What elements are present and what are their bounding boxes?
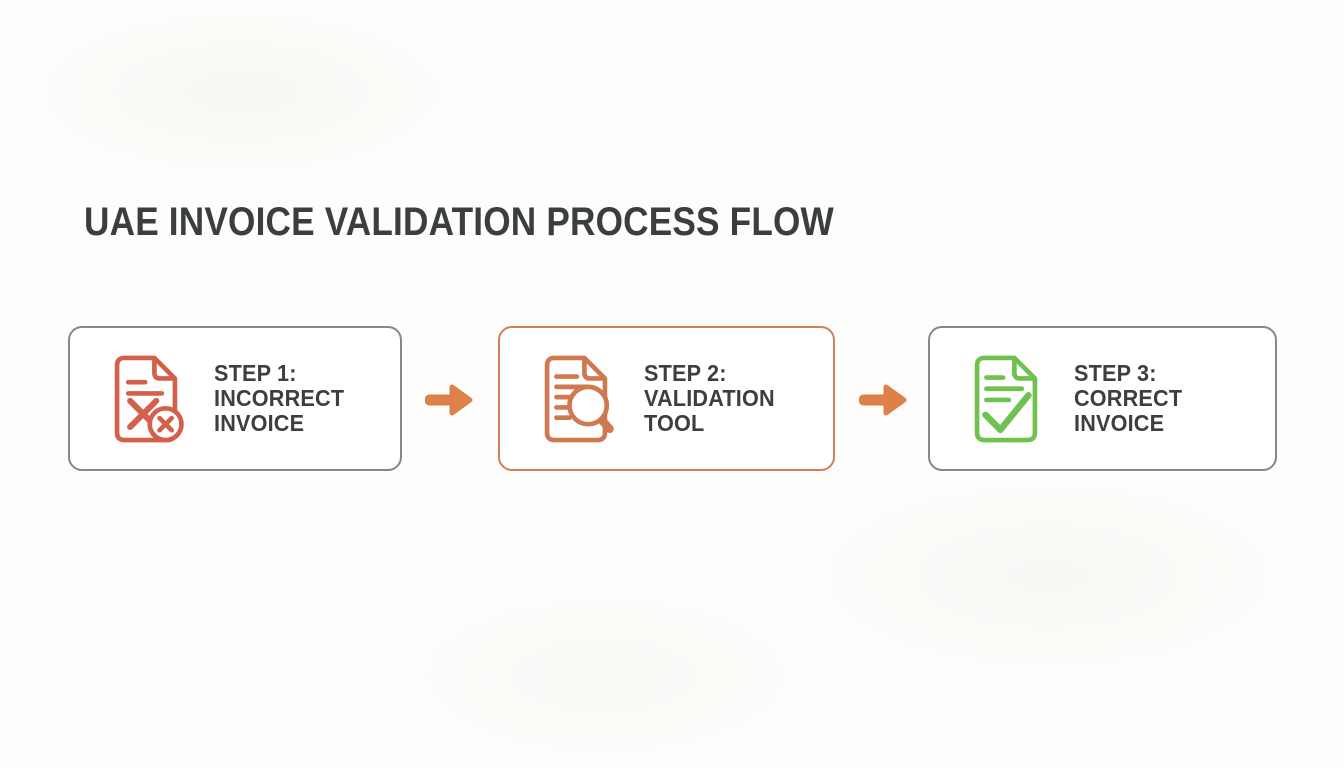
step-label-line: CORRECT: [1074, 385, 1183, 411]
page-title: UAE INVOICE VALIDATION PROCESS FLOW: [84, 200, 834, 244]
step-label-3: STEP 3: CORRECT INVOICE: [1074, 361, 1182, 436]
step-label-line: INVOICE: [214, 410, 305, 436]
step-label-line: STEP 2:: [644, 360, 727, 386]
arrow-right-icon: [859, 381, 909, 419]
invoice-check-icon: [964, 352, 1048, 446]
step-label-line: VALIDATION: [644, 385, 775, 411]
step-label-2: STEP 2: VALIDATION TOOL: [644, 361, 775, 436]
step-label-1: STEP 1: INCORRECT INVOICE: [214, 361, 344, 436]
arrow-right-icon: [425, 381, 475, 419]
step-box-incorrect-invoice: STEP 1: INCORRECT INVOICE: [68, 326, 402, 471]
step-box-correct-invoice: STEP 3: CORRECT INVOICE: [928, 326, 1277, 471]
invoice-search-icon: [534, 352, 618, 446]
invoice-error-icon: [104, 352, 188, 446]
step-label-line: INVOICE: [1074, 410, 1165, 436]
step-label-line: TOOL: [644, 410, 705, 436]
step-label-line: INCORRECT: [214, 385, 345, 411]
step-label-line: STEP 3:: [1074, 360, 1157, 386]
step-label-line: STEP 1:: [214, 360, 297, 386]
step-box-validation-tool: STEP 2: VALIDATION TOOL: [498, 326, 835, 471]
